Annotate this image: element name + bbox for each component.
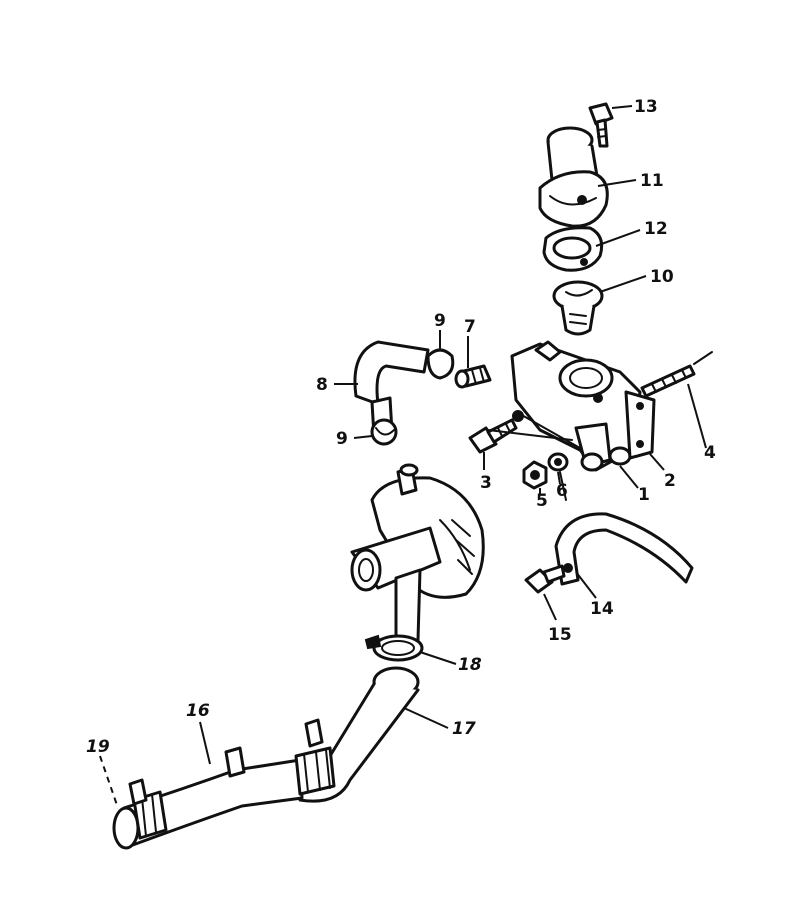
callout-10: 10: [650, 267, 674, 287]
callout-14: 14: [590, 599, 614, 619]
callout-labels: 13 11 12 10 9 7 8 9 4 2 1 3 5 6 14 15 18…: [86, 97, 716, 757]
callout-9-lower: 9: [336, 429, 348, 449]
callout-7: 7: [464, 317, 476, 337]
part-6-washer: [547, 452, 569, 472]
part-18-clamp: [364, 634, 424, 662]
callout-18: 18: [458, 655, 482, 675]
callout-5: 5: [536, 491, 548, 511]
callout-17: 17: [452, 719, 476, 739]
part-1-thermostat-body: [510, 340, 642, 472]
part-10-thermostat: [552, 280, 604, 336]
callout-12: 12: [644, 219, 668, 239]
part-7-fitting: [454, 364, 492, 389]
callout-11: 11: [640, 171, 664, 191]
callout-8: 8: [316, 375, 328, 395]
part-3-bolt: [468, 418, 518, 454]
callout-15: 15: [548, 625, 572, 645]
part-16-clamp-mid: [294, 718, 336, 796]
callout-16: 16: [186, 701, 210, 721]
callout-2: 2: [664, 471, 676, 491]
callout-3: 3: [480, 473, 492, 493]
callout-13: 13: [634, 97, 658, 117]
callout-19: 19: [86, 737, 110, 757]
callout-1: 1: [638, 485, 650, 505]
part-16-pipe: [112, 746, 304, 850]
callout-6: 6: [556, 481, 568, 501]
leader-lines: [99, 105, 707, 809]
part-12-gasket: [542, 226, 604, 272]
part-13-bolt: [588, 102, 614, 148]
callout-9-upper: 9: [434, 311, 446, 331]
part-9-clip-lower: [370, 418, 398, 446]
water-pump: [350, 463, 485, 646]
part-9-clip-upper: [426, 348, 455, 380]
callout-4: 4: [704, 443, 716, 463]
part-2-gasket: [624, 390, 656, 460]
part-11-outlet-housing: [538, 126, 609, 228]
part-19-clamp: [128, 778, 168, 840]
part-15-bolt: [524, 564, 566, 594]
part-4-stud: [640, 351, 713, 398]
part-5-nut: [522, 460, 548, 490]
part-14-bracket: [554, 512, 694, 586]
